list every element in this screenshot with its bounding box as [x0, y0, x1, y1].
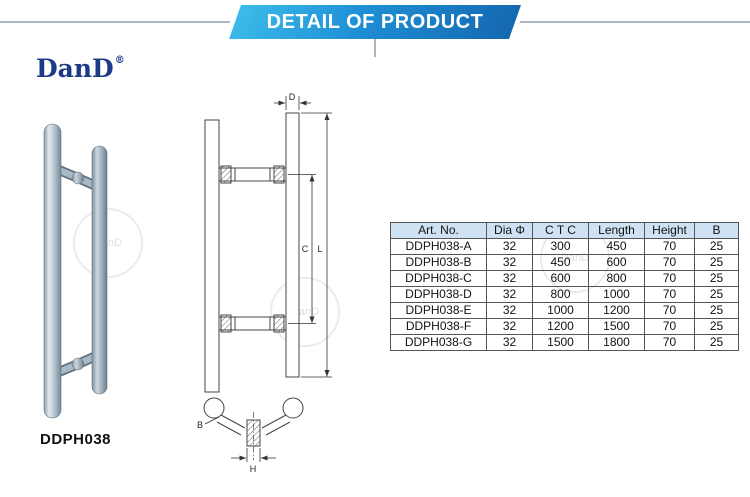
table-cell: 32	[486, 270, 533, 287]
table-cell: 1200	[532, 318, 589, 335]
spec-table: Art. No. Dia Φ C T C Length Height B DDP…	[390, 222, 739, 351]
technical-drawing: D C L B H	[197, 92, 332, 474]
table-cell: 25	[694, 270, 739, 287]
table-cell: 70	[644, 254, 695, 271]
table-cell: 800	[588, 270, 645, 287]
table-cell: 25	[694, 238, 739, 255]
brand-logo-text: DanD	[36, 54, 114, 83]
table-cell: 1200	[588, 302, 645, 319]
front-view-outline	[204, 112, 300, 393]
handle-back-post	[91, 145, 108, 395]
dim-label-d: D	[289, 92, 296, 102]
table-cell: 25	[694, 286, 739, 303]
product-illustration	[43, 123, 108, 419]
table-cell: DDPH038-F	[390, 318, 487, 335]
table-cell: DDPH038-G	[390, 334, 487, 351]
handle-standoff-arms	[54, 165, 101, 377]
table-cell: 70	[644, 270, 695, 287]
table-cell: 32	[486, 302, 533, 319]
top-view-dimensions	[204, 416, 276, 462]
table-cell: 300	[532, 238, 589, 255]
dim-label-h: H	[250, 464, 257, 474]
table-cell: 450	[532, 254, 589, 271]
table-cell: 1000	[588, 286, 645, 303]
table-cell: 25	[694, 318, 739, 335]
table-cell: DDPH038-A	[390, 238, 487, 255]
table-cell: 1000	[532, 302, 589, 319]
table-cell: 70	[644, 286, 695, 303]
table-cell: 450	[588, 238, 645, 255]
table-cell: 1800	[588, 334, 645, 351]
table-cell: 25	[694, 334, 739, 351]
table-cell: 32	[486, 334, 533, 351]
table-cell: DDPH038-D	[390, 286, 487, 303]
banner-tick	[374, 39, 376, 57]
top-view-outline	[203, 397, 304, 460]
dim-label-l: L	[317, 244, 322, 254]
table-cell: 70	[644, 334, 695, 351]
spec-table-header-row: Art. No. Dia Φ C T C Length Height B	[390, 222, 739, 239]
table-cell: 600	[588, 254, 645, 271]
table-cell: DDPH038-C	[390, 270, 487, 287]
dim-label-c: C	[302, 244, 309, 254]
table-cell: DDPH038-B	[390, 254, 487, 271]
banner-ribbon: DETAIL OF PRODUCT	[229, 5, 521, 39]
handle-elbow-joint	[71, 357, 85, 371]
table-cell: 70	[644, 318, 695, 335]
table-cell: 70	[644, 238, 695, 255]
handle-front-grip	[43, 123, 62, 419]
table-cell: 70	[644, 302, 695, 319]
col-header-dia: Dia Φ	[486, 222, 533, 239]
table-cell: DDPH038-E	[390, 302, 487, 319]
table-cell: 32	[486, 254, 533, 271]
table-cell: 600	[532, 270, 589, 287]
dim-label-b: B	[197, 420, 203, 430]
table-cell: 25	[694, 254, 739, 271]
product-model-label: DDPH038	[40, 431, 112, 448]
banner-rule-left	[0, 21, 230, 23]
col-header-height: Height	[644, 222, 695, 239]
table-cell: 32	[486, 318, 533, 335]
banner-title: DETAIL OF PRODUCT	[266, 10, 484, 33]
table-cell: 25	[694, 302, 739, 319]
col-header-length: Length	[588, 222, 645, 239]
table-cell: 1500	[532, 334, 589, 351]
col-header-ctc: C T C	[532, 222, 589, 239]
table-cell: 1500	[588, 318, 645, 335]
registered-trademark-icon: ®	[114, 55, 125, 66]
col-header-b: B	[694, 222, 739, 239]
banner-rule-right	[520, 21, 750, 23]
handle-elbow-joint	[71, 171, 85, 185]
brand-logo: DanD®	[36, 54, 125, 83]
table-cell: 32	[486, 238, 533, 255]
table-cell: 800	[532, 286, 589, 303]
col-header-art-no: Art. No.	[390, 222, 487, 239]
dimension-lines	[274, 96, 332, 378]
table-cell: 32	[486, 286, 533, 303]
